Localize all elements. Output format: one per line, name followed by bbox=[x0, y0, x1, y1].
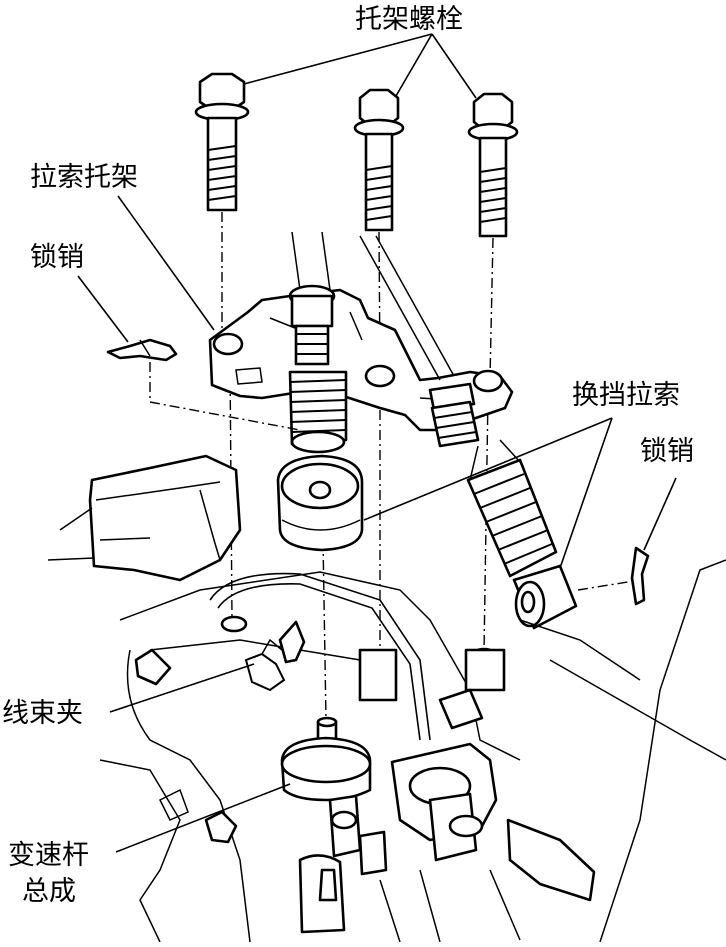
leader-lines bbox=[77, 33, 677, 853]
label-bracket-bolts: 托架螺栓 bbox=[355, 4, 463, 35]
label-cable-bracket: 拉索托架 bbox=[30, 162, 138, 193]
left-cable-bellows bbox=[288, 370, 348, 454]
routing-tube bbox=[209, 572, 431, 741]
label-harness-clip: 线束夹 bbox=[2, 698, 83, 729]
right-cable-upper bbox=[359, 235, 480, 448]
lock-pin-left-shape bbox=[106, 338, 178, 362]
right-cable-bellows bbox=[466, 439, 558, 578]
label-shift-cable: 换挡拉索 bbox=[572, 380, 680, 411]
shift-lever-assembly-shape bbox=[134, 648, 596, 943]
label-lever-assembly-line2: 总成 bbox=[22, 876, 76, 907]
left-cable-end-bushing bbox=[276, 454, 364, 552]
label-lock-pin-left: 锁销 bbox=[30, 242, 84, 273]
bracket-bolt-left bbox=[194, 72, 250, 212]
label-lock-pin-right: 锁销 bbox=[640, 436, 694, 467]
harness-clip-shape bbox=[244, 620, 306, 692]
lock-pin-left-path bbox=[149, 362, 301, 431]
right-cable-end-bushing bbox=[512, 564, 578, 630]
bracket-bolt-middle bbox=[353, 88, 405, 232]
left-cable-upper bbox=[288, 231, 336, 366]
lock-pin-right-shape bbox=[630, 546, 650, 606]
bracket-bolt-right bbox=[467, 92, 519, 238]
left-hose bbox=[47, 454, 242, 582]
transmission-body-outline bbox=[99, 559, 726, 943]
bolt-mount-posts bbox=[220, 615, 506, 730]
label-lever-assembly-line1: 变速杆 bbox=[8, 840, 89, 871]
